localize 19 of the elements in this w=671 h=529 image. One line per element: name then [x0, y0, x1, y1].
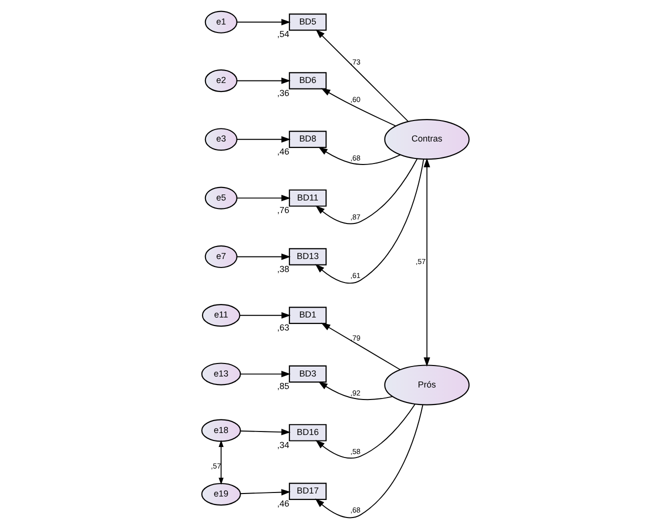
- node-label: ,34: [277, 440, 290, 450]
- node-label: ,85: [277, 381, 290, 392]
- edge-label: ,68: [350, 154, 361, 163]
- edge-label: ,61: [350, 270, 361, 280]
- edge-label: ,87: [350, 212, 361, 222]
- node-label: ,36: [277, 88, 290, 98]
- node-label: ,38: [277, 264, 290, 274]
- edge-label: ,68: [350, 506, 361, 515]
- node-label: ,63: [277, 322, 290, 332]
- node-label: ,46: [277, 146, 290, 157]
- edge-label: ,58: [350, 446, 361, 456]
- edge-label: ,92: [350, 388, 361, 398]
- node-label: ,76: [277, 205, 290, 216]
- node-label: ,46: [277, 498, 290, 508]
- edge-label: ,57: [416, 257, 426, 266]
- edge-label: ,60: [350, 95, 361, 104]
- node-label: ,54: [277, 29, 290, 40]
- edge-label: ,79: [350, 333, 361, 342]
- edge-label: ,73: [350, 58, 361, 67]
